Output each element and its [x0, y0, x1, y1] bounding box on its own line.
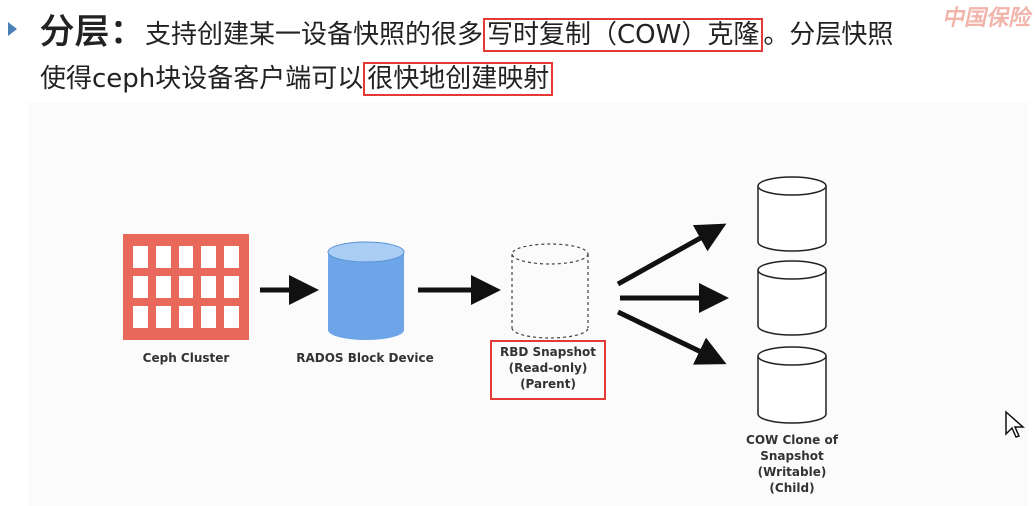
ceph-cluster-icon — [123, 234, 249, 340]
heading-term: 分层： — [40, 12, 145, 52]
clone-cylinder-icon-3 — [757, 346, 827, 424]
snapshot-label-2: (Read-only) — [508, 361, 588, 375]
highlight-fast-mapping: 很快地创建映射 — [363, 62, 554, 96]
cluster-label: Ceph Cluster — [142, 351, 230, 365]
clone-label: COW Clone of Snapshot (Writable) (Child) — [728, 432, 856, 496]
arrow-to-clone-3 — [616, 309, 727, 365]
clone-label-1: COW Clone of — [746, 433, 838, 447]
heading-tail-1: 。分层快照 — [763, 20, 894, 50]
snapshot-label-1: RBD Snapshot — [499, 345, 597, 359]
arrow-to-clone-1 — [616, 223, 727, 287]
heading-text-1: 支持创建某一设备快照的很多 — [145, 20, 484, 50]
snapshot-label-3: (Parent) — [520, 377, 576, 391]
watermark: 中国保险 — [940, 6, 1035, 31]
mouse-cursor-icon — [1005, 410, 1025, 438]
rbd-cylinder-icon — [327, 241, 405, 340]
clone-label-4: (Child) — [769, 481, 815, 495]
heading-line-1: 分层：支持创建某一设备快照的很多写时复制（COW）克隆。分层快照 — [40, 4, 893, 53]
clone-cylinder-icon-2 — [757, 260, 827, 336]
diagram-shapes — [260, 176, 827, 424]
snapshot-cylinder-icon — [511, 243, 589, 339]
bullet-arrow-icon — [8, 22, 17, 36]
highlight-cow-clone: 写时复制（COW）克隆 — [483, 18, 764, 52]
rbd-label: RADOS Block Device — [296, 351, 434, 365]
clone-label-3: (Writable) — [757, 465, 827, 479]
clone-cylinder-icon-1 — [757, 176, 827, 252]
clone-label-2: Snapshot — [760, 449, 824, 463]
heading-text-2: 使得ceph块设备客户端可以 — [40, 64, 364, 94]
snapshot-label-box: RBD Snapshot (Read-only) (Parent) — [490, 340, 606, 400]
layering-diagram: Ceph Cluster — [28, 102, 1028, 506]
heading-line-2: 使得ceph块设备客户端可以很快地创建映射 — [40, 58, 554, 96]
